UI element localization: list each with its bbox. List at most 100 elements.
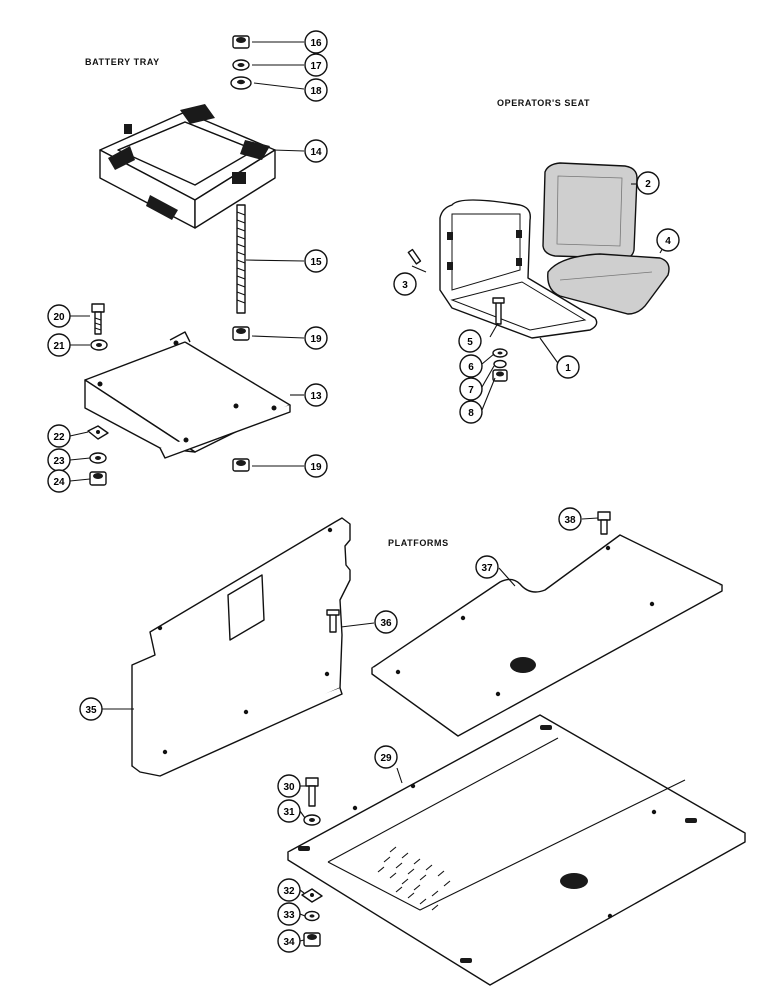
svg-text:19: 19 bbox=[310, 334, 322, 345]
callout-21: 21 bbox=[47, 333, 71, 357]
svg-text:15: 15 bbox=[310, 257, 322, 268]
callout-31: 31 bbox=[277, 799, 301, 823]
svg-text:17: 17 bbox=[310, 61, 322, 72]
svg-text:16: 16 bbox=[310, 38, 322, 49]
svg-text:22: 22 bbox=[53, 432, 65, 443]
callout-4: 4 bbox=[656, 228, 680, 252]
callout-16: 16 bbox=[304, 30, 328, 54]
svg-text:32: 32 bbox=[283, 886, 295, 897]
flat-washer-18 bbox=[230, 76, 252, 90]
callout-18: 18 bbox=[304, 78, 328, 102]
square-washer-22 bbox=[87, 425, 109, 440]
callout-24: 24 bbox=[47, 469, 71, 493]
section-title-operator-seat: OPERATOR'S SEAT bbox=[497, 98, 591, 108]
svg-text:3: 3 bbox=[402, 280, 408, 291]
platform-plate-37 bbox=[371, 534, 723, 737]
callout-5: 5 bbox=[458, 329, 482, 353]
square-washer-32 bbox=[301, 888, 323, 903]
bolt-5 bbox=[492, 297, 505, 325]
svg-text:1: 1 bbox=[565, 363, 571, 374]
svg-text:4: 4 bbox=[665, 236, 671, 247]
callout-33: 33 bbox=[277, 902, 301, 926]
svg-text:2: 2 bbox=[645, 179, 651, 190]
seat-cushion-4 bbox=[547, 253, 670, 315]
callout-30: 30 bbox=[277, 774, 301, 798]
tread-pattern bbox=[377, 846, 451, 911]
lock-washer-7 bbox=[493, 359, 507, 369]
nut-8 bbox=[492, 369, 508, 382]
section-title-battery-tray: BATTERY TRAY bbox=[85, 57, 160, 67]
svg-text:23: 23 bbox=[53, 456, 65, 467]
floor-plate-29 bbox=[287, 714, 746, 986]
callout-19-lower: 19 bbox=[304, 454, 328, 478]
leader-lines bbox=[69, 41, 665, 942]
svg-text:35: 35 bbox=[85, 705, 97, 716]
svg-text:38: 38 bbox=[564, 515, 576, 526]
svg-text:21: 21 bbox=[53, 341, 65, 352]
callout-3: 3 bbox=[393, 272, 417, 296]
callout-17: 17 bbox=[304, 53, 328, 77]
washer-21 bbox=[90, 339, 108, 351]
callout-34: 34 bbox=[277, 929, 301, 953]
svg-text:6: 6 bbox=[468, 362, 474, 373]
callout-19-upper: 19 bbox=[304, 326, 328, 350]
svg-text:14: 14 bbox=[310, 147, 322, 158]
callout-32: 32 bbox=[277, 878, 301, 902]
nut-19-lower bbox=[232, 458, 250, 472]
callout-20: 20 bbox=[47, 304, 71, 328]
callout-7: 7 bbox=[459, 377, 483, 401]
svg-text:18: 18 bbox=[310, 86, 322, 97]
nut-34 bbox=[303, 932, 321, 947]
callout-14: 14 bbox=[304, 139, 328, 163]
threaded-rod-15 bbox=[236, 204, 246, 314]
svg-text:13: 13 bbox=[310, 391, 322, 402]
seat-back-cushion-2 bbox=[542, 162, 638, 260]
section-title-platforms: PLATFORMS bbox=[388, 538, 449, 548]
washer-6 bbox=[492, 348, 508, 358]
lock-washer-17 bbox=[232, 59, 250, 71]
bolt-20 bbox=[91, 303, 105, 335]
callout-38: 38 bbox=[558, 507, 582, 531]
nut-19-upper bbox=[232, 326, 250, 341]
svg-text:8: 8 bbox=[468, 408, 474, 419]
battery-tray-14 bbox=[99, 104, 276, 229]
callout-1: 1 bbox=[556, 355, 580, 379]
callouts: 16 17 18 14 15 19 13 19 20 21 22 23 24 2… bbox=[47, 30, 680, 953]
callout-29: 29 bbox=[374, 745, 398, 769]
callout-8: 8 bbox=[459, 400, 483, 424]
svg-text:30: 30 bbox=[283, 782, 295, 793]
svg-text:5: 5 bbox=[467, 337, 473, 348]
nut-16 bbox=[232, 35, 250, 49]
callout-13: 13 bbox=[304, 383, 328, 407]
seat-frame-1 bbox=[439, 199, 598, 339]
washer-31 bbox=[303, 814, 321, 826]
callout-35: 35 bbox=[79, 697, 103, 721]
svg-text:36: 36 bbox=[380, 618, 392, 629]
callout-6: 6 bbox=[459, 354, 483, 378]
bolt-38 bbox=[597, 511, 611, 535]
callout-23: 23 bbox=[47, 448, 71, 472]
svg-text:19: 19 bbox=[310, 462, 322, 473]
svg-text:20: 20 bbox=[53, 312, 65, 323]
svg-text:31: 31 bbox=[283, 807, 295, 818]
svg-text:24: 24 bbox=[53, 477, 65, 488]
svg-text:29: 29 bbox=[380, 753, 392, 764]
callout-15: 15 bbox=[304, 249, 328, 273]
svg-text:33: 33 bbox=[283, 910, 295, 921]
lock-washer-33 bbox=[304, 910, 320, 922]
callout-36: 36 bbox=[374, 610, 398, 634]
callout-22: 22 bbox=[47, 424, 71, 448]
svg-text:37: 37 bbox=[481, 563, 493, 574]
bolt-30 bbox=[305, 777, 319, 807]
mounting-bracket-13 bbox=[84, 331, 291, 459]
svg-text:34: 34 bbox=[283, 937, 295, 948]
screw-3 bbox=[407, 248, 422, 265]
lock-washer-23 bbox=[89, 452, 107, 464]
side-plate-35 bbox=[131, 517, 351, 777]
nut-24 bbox=[89, 471, 107, 486]
svg-text:7: 7 bbox=[468, 385, 474, 396]
callout-37: 37 bbox=[475, 555, 499, 579]
callout-2: 2 bbox=[636, 171, 660, 195]
screw-36 bbox=[326, 609, 340, 633]
